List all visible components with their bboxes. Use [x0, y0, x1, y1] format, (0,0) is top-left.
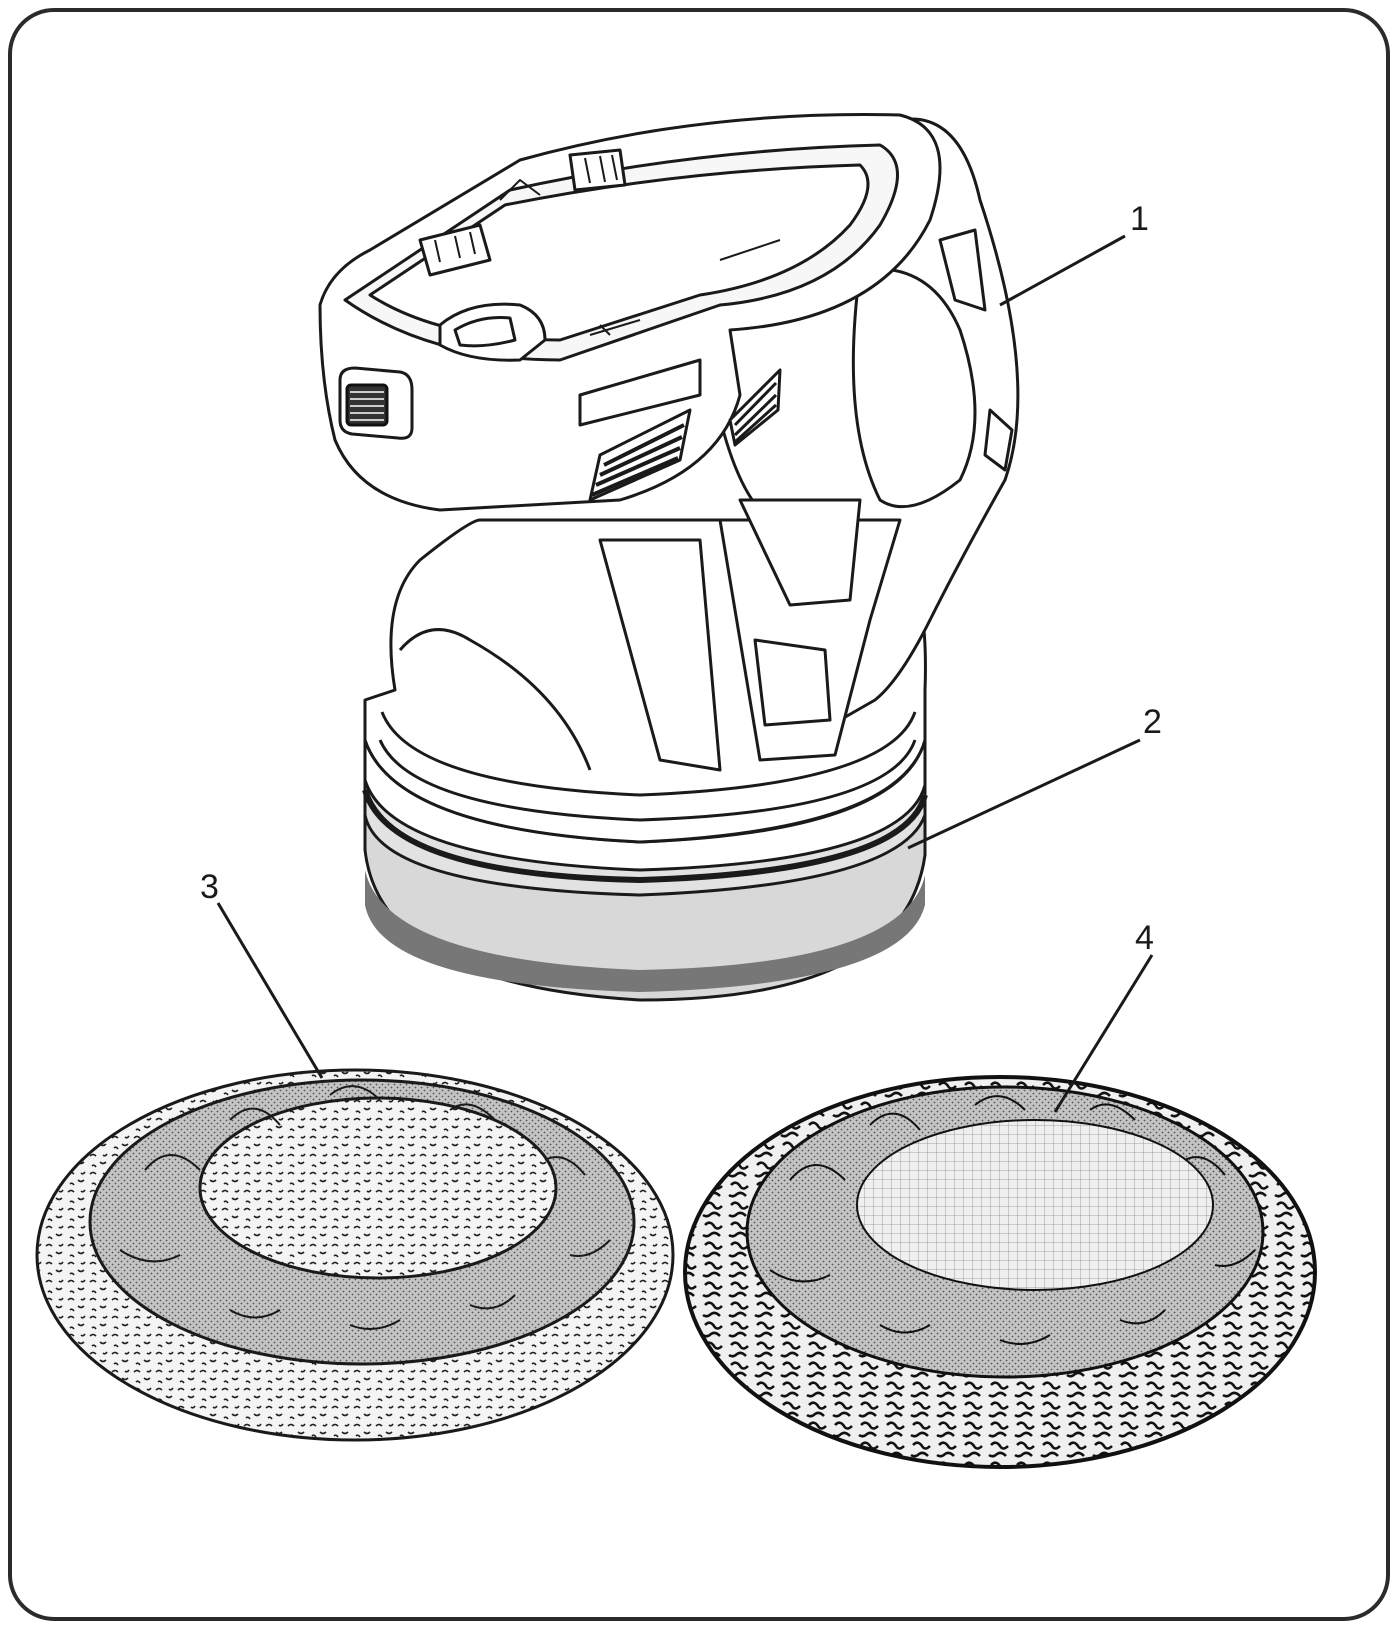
callout-2: 2: [1143, 703, 1162, 741]
callout-3: 3: [200, 868, 219, 906]
fur-bonnet-center: [856, 1119, 1214, 1291]
leader-line-4: [1053, 954, 1154, 1113]
callout-1: 1: [1130, 200, 1149, 238]
leader-line-3: [216, 902, 324, 1079]
leader-line-2: [907, 738, 1141, 850]
fur-bonnet-pad: [683, 1075, 1317, 1469]
wool-bonnet-pad: [35, 1068, 675, 1442]
wool-bonnet-center: [198, 1096, 558, 1280]
leader-line-1: [999, 234, 1126, 307]
air-vents: [578, 358, 782, 502]
polisher-body: [318, 113, 1020, 1002]
leader-lines: [216, 234, 1154, 1113]
power-switch: [338, 366, 414, 440]
callout-4: 4: [1135, 919, 1154, 957]
